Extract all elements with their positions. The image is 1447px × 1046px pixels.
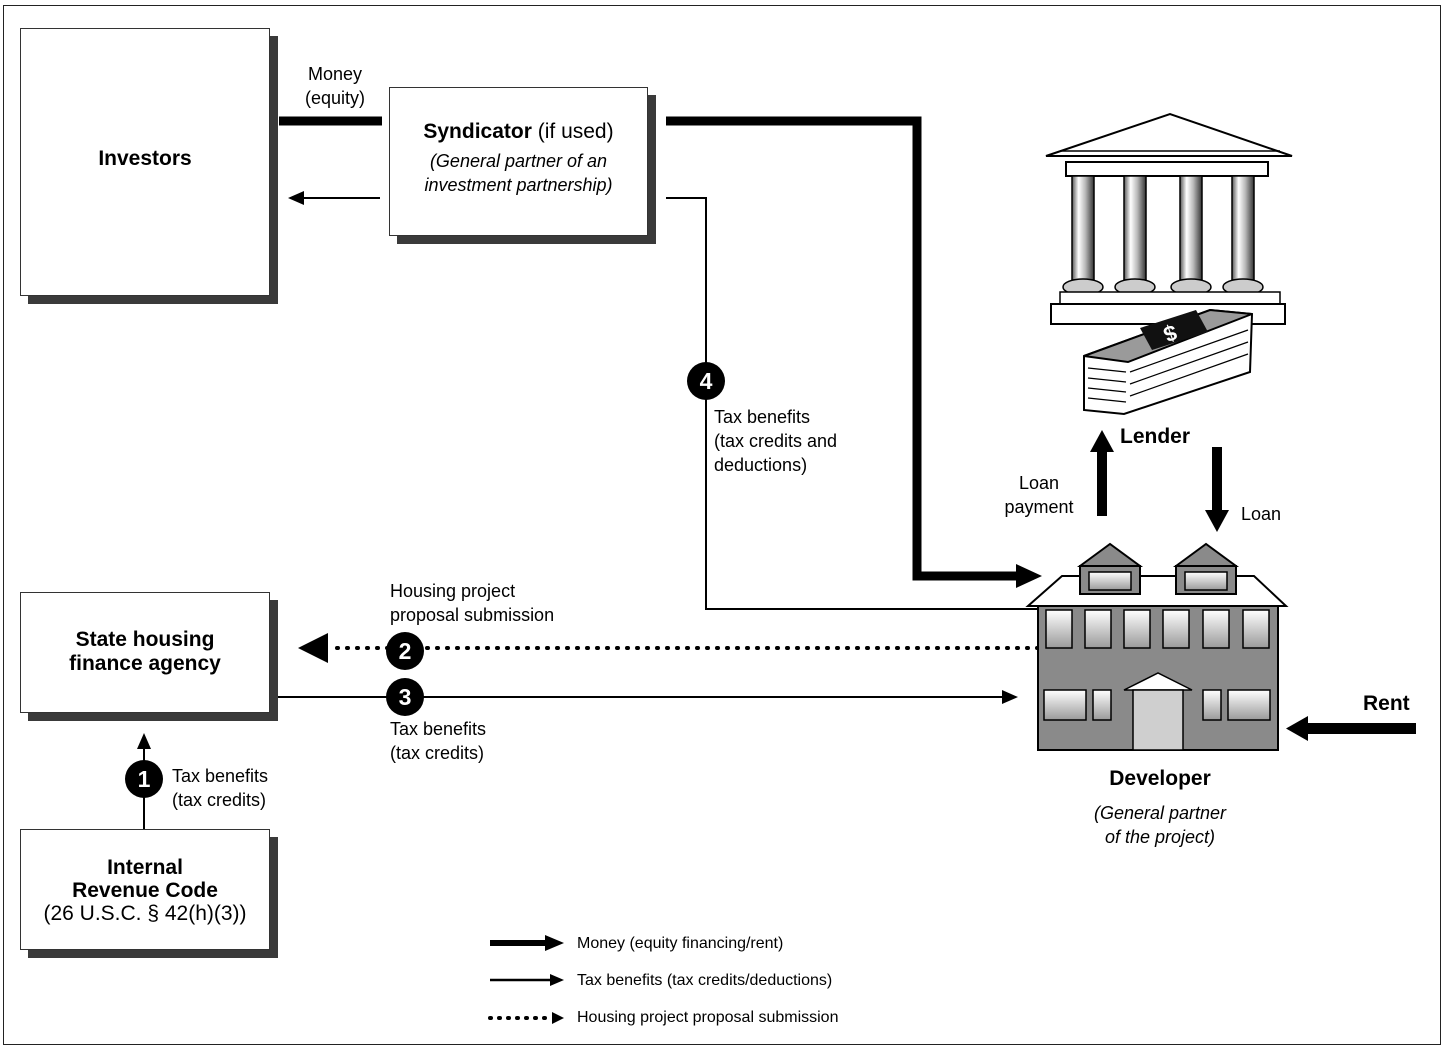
- rent-label: Rent: [1363, 692, 1410, 715]
- step-badge-1-number: 1: [137, 766, 151, 792]
- state-agency-title: State housing finance agency: [21, 628, 269, 676]
- tax-flow-developer-syndicator: [666, 197, 1040, 610]
- investors-box: Investors: [20, 28, 270, 296]
- loan-payment-label-line2: payment: [1004, 497, 1074, 517]
- house-icon: [1025, 542, 1289, 751]
- legend-proposal-label: Housing project proposal submission: [577, 1009, 839, 1026]
- step1-label-line1: Tax benefits: [172, 766, 269, 786]
- syndicator-qualifier: (if used): [537, 120, 614, 143]
- investors-title: Investors: [98, 147, 192, 170]
- loan-arrow: [1212, 447, 1222, 513]
- rent-arrowhead: [1286, 716, 1308, 741]
- legend-money-label: Money (equity financing/rent): [577, 935, 784, 952]
- step-badge-4: [687, 362, 725, 400]
- step4-label: Tax benefits (tax credits and deductions…: [714, 405, 837, 477]
- step4-label-line3: deductions): [714, 455, 808, 475]
- irc-title-line1: Internal: [107, 856, 183, 879]
- state-agency-title-line1: State housing: [75, 628, 215, 651]
- developer-subtitle-line1: (General partner: [1093, 803, 1227, 823]
- bank-icon: [1045, 112, 1293, 325]
- syndicator-heading: Syndicator (if used): [390, 119, 647, 145]
- irc-title-line2: Revenue Code: [72, 879, 218, 902]
- money-label-line1: Money: [307, 64, 363, 84]
- money-label-line2: (equity): [304, 88, 366, 108]
- developer-subtitle: (General partner of the project): [1060, 801, 1260, 849]
- tax-flow-arrowhead-agency: [137, 733, 151, 749]
- legend-money-arrow: [490, 935, 564, 951]
- loan-label: Loan: [1241, 504, 1282, 524]
- step2-label-line2: proposal submission: [390, 605, 555, 625]
- money-flow-arrowhead: [1016, 564, 1042, 588]
- step3-label-line2: (tax credits): [390, 743, 485, 763]
- money-stack-icon: $: [1083, 308, 1254, 416]
- syndicator-subtitle-line1: (General partner of an: [429, 151, 608, 171]
- money-flow-syndicator-developer: [666, 116, 1018, 581]
- step2-label: Housing project proposal submission: [390, 579, 554, 627]
- syndicator-subtitle-line2: investment partnership): [424, 175, 613, 195]
- step-badge-4-number: 4: [699, 368, 713, 394]
- legend-tax-arrow: [490, 974, 564, 986]
- lender-label: Lender: [1120, 425, 1191, 448]
- step-badge-3: [386, 678, 424, 716]
- money-label: Money (equity): [290, 62, 380, 110]
- syndicator-title: Syndicator: [423, 120, 532, 143]
- step-badge-2-number: 2: [398, 638, 412, 664]
- legend-proposal-arrow: [488, 1012, 564, 1024]
- step3-label: Tax benefits (tax credits): [390, 717, 486, 765]
- state-agency-title-line2: finance agency: [69, 652, 221, 675]
- syndicator-subtitle: (General partner of an investment partne…: [390, 149, 647, 197]
- step-badge-3-number: 3: [398, 684, 412, 710]
- developer-subtitle-line2: of the project): [1104, 827, 1216, 847]
- loan-payment-label: Loan payment: [990, 471, 1088, 519]
- developer-label: Developer: [1109, 767, 1211, 790]
- proposal-flow-arrowhead: [298, 633, 328, 663]
- step3-label-line1: Tax benefits: [390, 719, 487, 739]
- irc-title: Internal Revenue Code: [21, 856, 269, 902]
- rent-arrow: [1306, 723, 1416, 734]
- irc-box: Internal Revenue Code (26 U.S.C. § 42(h)…: [20, 829, 270, 950]
- tax-flow-arrowhead-developer: [1002, 690, 1018, 704]
- step1-label: Tax benefits (tax credits): [172, 764, 268, 812]
- state-agency-box: State housing finance agency: [20, 592, 270, 713]
- loan-payment-arrowhead: [1090, 430, 1114, 452]
- loan-payment-arrow: [1097, 450, 1107, 516]
- legend-tax-label: Tax benefits (tax credits/deductions): [577, 972, 833, 989]
- tax-flow-arrowhead-investors: [288, 191, 304, 205]
- diagram-frame: [3, 5, 1441, 1045]
- syndicator-box: Syndicator (if used) (General partner of…: [389, 87, 648, 236]
- step-badge-1: [125, 760, 163, 798]
- loan-arrowhead: [1205, 510, 1229, 532]
- step1-label-line2: (tax credits): [172, 790, 267, 810]
- loan-payment-label-line1: Loan: [1018, 473, 1060, 493]
- irc-citation: (26 U.S.C. § 42(h)(3)): [43, 902, 247, 925]
- step4-label-line1: Tax benefits: [714, 407, 811, 427]
- step2-label-line1: Housing project: [390, 581, 516, 601]
- step-badge-2: [386, 632, 424, 670]
- step4-label-line2: (tax credits and: [714, 431, 838, 451]
